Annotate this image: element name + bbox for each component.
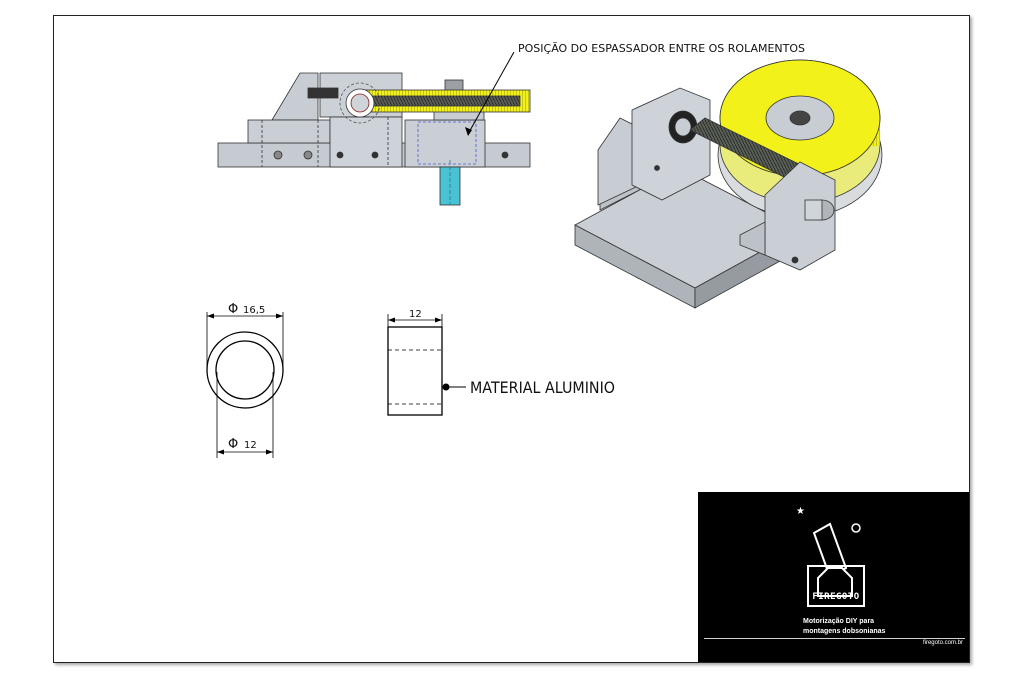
front-view-assembly	[217, 72, 531, 206]
brand-tagline: Motorização DIY para montagens dobsonian…	[803, 617, 953, 637]
brand-divider	[704, 638, 965, 639]
spacer-end-view	[206, 312, 284, 458]
spacer-outer-circle	[206, 331, 284, 409]
spacer-leader	[465, 51, 515, 136]
brand-tagline-line2: montagens dobsonianas	[803, 628, 886, 635]
length-dimension: 12	[409, 309, 422, 320]
spacer-inner-circle	[215, 340, 275, 400]
isometric-view	[574, 59, 883, 309]
material-note: MATERIAL ALUMINIO	[470, 378, 615, 397]
spacer-side-outline	[387, 326, 443, 416]
outer-diameter-symbol: Φ	[228, 302, 238, 317]
brand-tagline-line1: Motorização DIY para	[803, 618, 875, 625]
inner-diameter-symbol: Φ	[228, 437, 238, 452]
brand-url[interactable]: firegoto.com.br	[922, 640, 963, 646]
spacer-position-note: POSIÇÃO DO ESPASSADOR ENTRE OS ROLAMENTO…	[518, 42, 805, 55]
telescope-logo-icon: ★	[796, 506, 865, 607]
svg-text:★: ★	[796, 506, 805, 517]
spacer-side-view	[387, 314, 466, 416]
brand-panel: ★ FIREGOTO Motorização DIY para montagen…	[698, 492, 969, 662]
inner-diameter-value: 12	[244, 440, 257, 451]
brand-name: FIREGOTO	[812, 592, 860, 602]
outer-diameter-value: 16,5	[243, 305, 265, 316]
